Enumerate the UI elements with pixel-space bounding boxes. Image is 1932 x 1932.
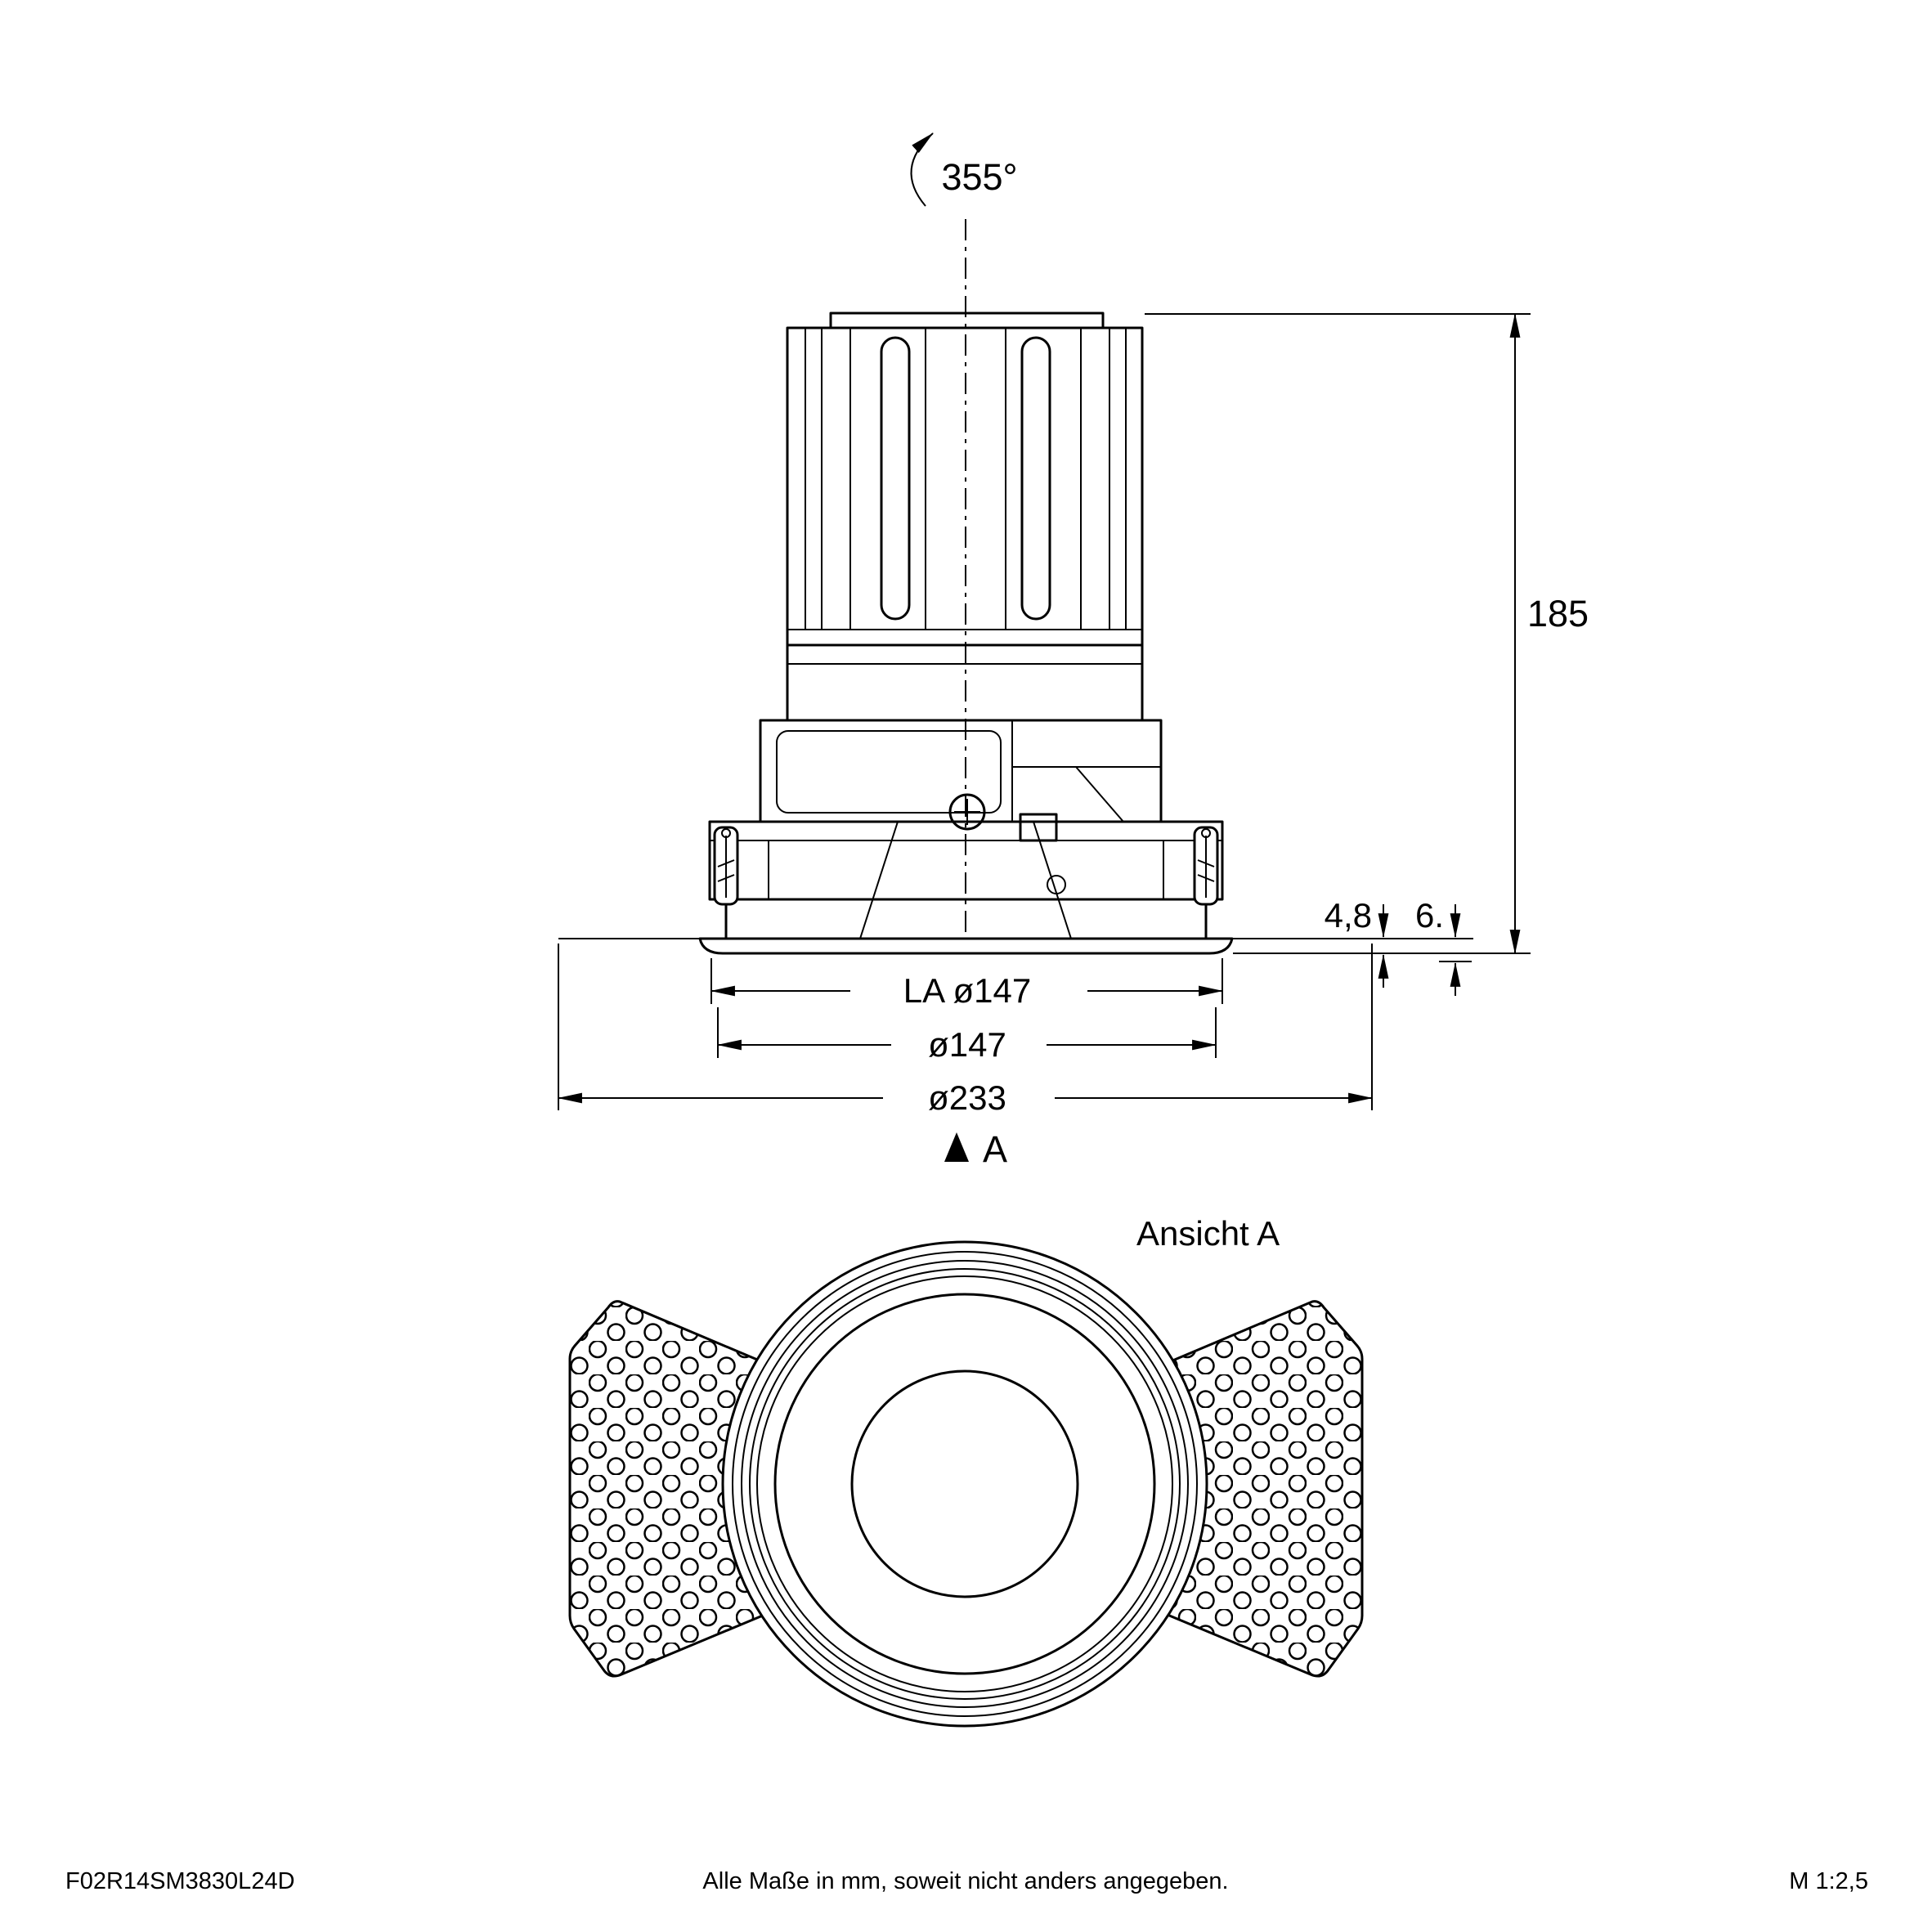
- footer-dimensions-note: Alle Maße in mm, soweit nicht anders ang…: [702, 1868, 1228, 1894]
- rotation-annotation: 355°: [910, 132, 1018, 207]
- housing: [759, 719, 1163, 842]
- dimension-trim-thickness-label: 4,8: [1325, 896, 1372, 935]
- dimension-outer-diameter: ø233: [557, 944, 1374, 1117]
- spring-clip-left: [713, 826, 739, 906]
- dimension-outer-diameter-label: ø233: [928, 1078, 1006, 1117]
- mounting-bracket: [708, 820, 1224, 940]
- dimension-trim-thickness: 4,8: [1325, 896, 1473, 988]
- dimension-inner-diameter-label: ø147: [928, 1025, 1006, 1064]
- rotation-label: 355°: [941, 156, 1017, 198]
- trim-face-circles: [721, 1240, 1208, 1728]
- trim-ring: [698, 937, 1234, 955]
- view-arrow-label: A: [983, 1128, 1007, 1170]
- view-arrow-icon: [944, 1132, 969, 1162]
- view-direction: A: [944, 1128, 1007, 1170]
- bottom-view-title: Ansicht A: [1136, 1214, 1280, 1253]
- footer-scale-label: M 1:2,5: [1789, 1868, 1868, 1894]
- lens-circle: [850, 1369, 1079, 1598]
- luminaire-side-view: [558, 219, 1372, 955]
- dimension-height-label: 185: [1527, 593, 1589, 634]
- footer: F02R14SM3830L24D Alle Maße in mm, soweit…: [65, 1868, 1868, 1894]
- spring-clip-right: [1193, 826, 1219, 906]
- bracket-hole: [1047, 875, 1066, 894]
- dimension-cutout-diameter: LA ø147: [710, 958, 1224, 1010]
- rotation-arc-arrow-icon: [910, 132, 934, 207]
- dimension-protrusion-label: 6.: [1415, 896, 1444, 935]
- footer-article-number: F02R14SM3830L24D: [65, 1868, 295, 1894]
- screw-icon: [948, 793, 986, 831]
- dimension-height: 185: [1145, 312, 1589, 955]
- dimension-inner-diameter: ø147: [716, 1007, 1217, 1064]
- dimension-protrusion: 6.: [1415, 896, 1472, 996]
- bottom-view: Ansicht A: [568, 1214, 1364, 1728]
- dimension-cutout-label: LA ø147: [903, 971, 1031, 1010]
